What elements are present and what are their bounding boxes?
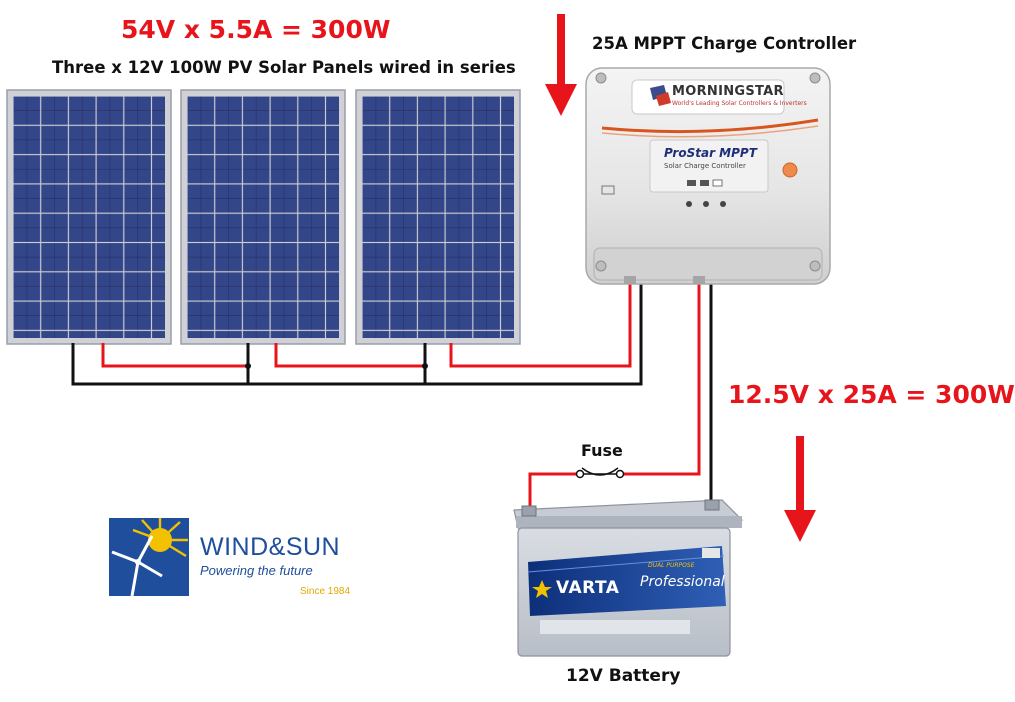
controller-tagline: World's Leading Solar Controllers & Inve… xyxy=(672,100,807,107)
controller-caption: 25A MPPT Charge Controller xyxy=(592,34,857,53)
battery-caption: 12V Battery xyxy=(566,666,681,686)
battery-series: Professional xyxy=(640,574,725,590)
diagram-canvas xyxy=(6,14,831,657)
charge-controller xyxy=(585,67,831,285)
arrow-down-icon-output xyxy=(784,436,816,542)
arrow-down-icon xyxy=(545,14,577,116)
solar-panel-3 xyxy=(355,89,521,345)
wiring-diagram: 54V x 5.5A = 300W Three x 12V 100W PV So… xyxy=(6,14,1015,686)
windsun-logo-icon xyxy=(109,518,189,597)
output-power-equation: 12.5V x 25A = 300W xyxy=(728,380,1015,409)
controller-subtitle: Solar Charge Controller xyxy=(664,162,746,170)
logo-tagline: Powering the future xyxy=(200,563,313,578)
panels-caption: Three x 12V 100W PV Solar Panels wired i… xyxy=(52,58,516,77)
wire-junctions xyxy=(245,363,428,369)
controller-brand: MORNINGSTAR xyxy=(672,84,784,99)
controller-model: ProStar MPPT xyxy=(664,146,757,160)
panel-power-equation: 54V x 5.5A = 300W xyxy=(121,15,391,44)
fuse-caption: Fuse xyxy=(581,441,623,460)
battery-brand: VARTA xyxy=(556,578,620,598)
solar-panel-1 xyxy=(6,89,172,345)
solar-panel-2 xyxy=(180,89,346,345)
varta-star-icon xyxy=(532,580,552,598)
battery xyxy=(513,499,744,657)
logo-since: Since 1984 xyxy=(300,586,351,597)
positive-wiring xyxy=(101,284,701,520)
logo-name: WIND&SUN xyxy=(200,533,341,561)
battery-subseries: DUAL PURPOSE xyxy=(648,562,695,569)
fuse-icon xyxy=(575,467,625,479)
